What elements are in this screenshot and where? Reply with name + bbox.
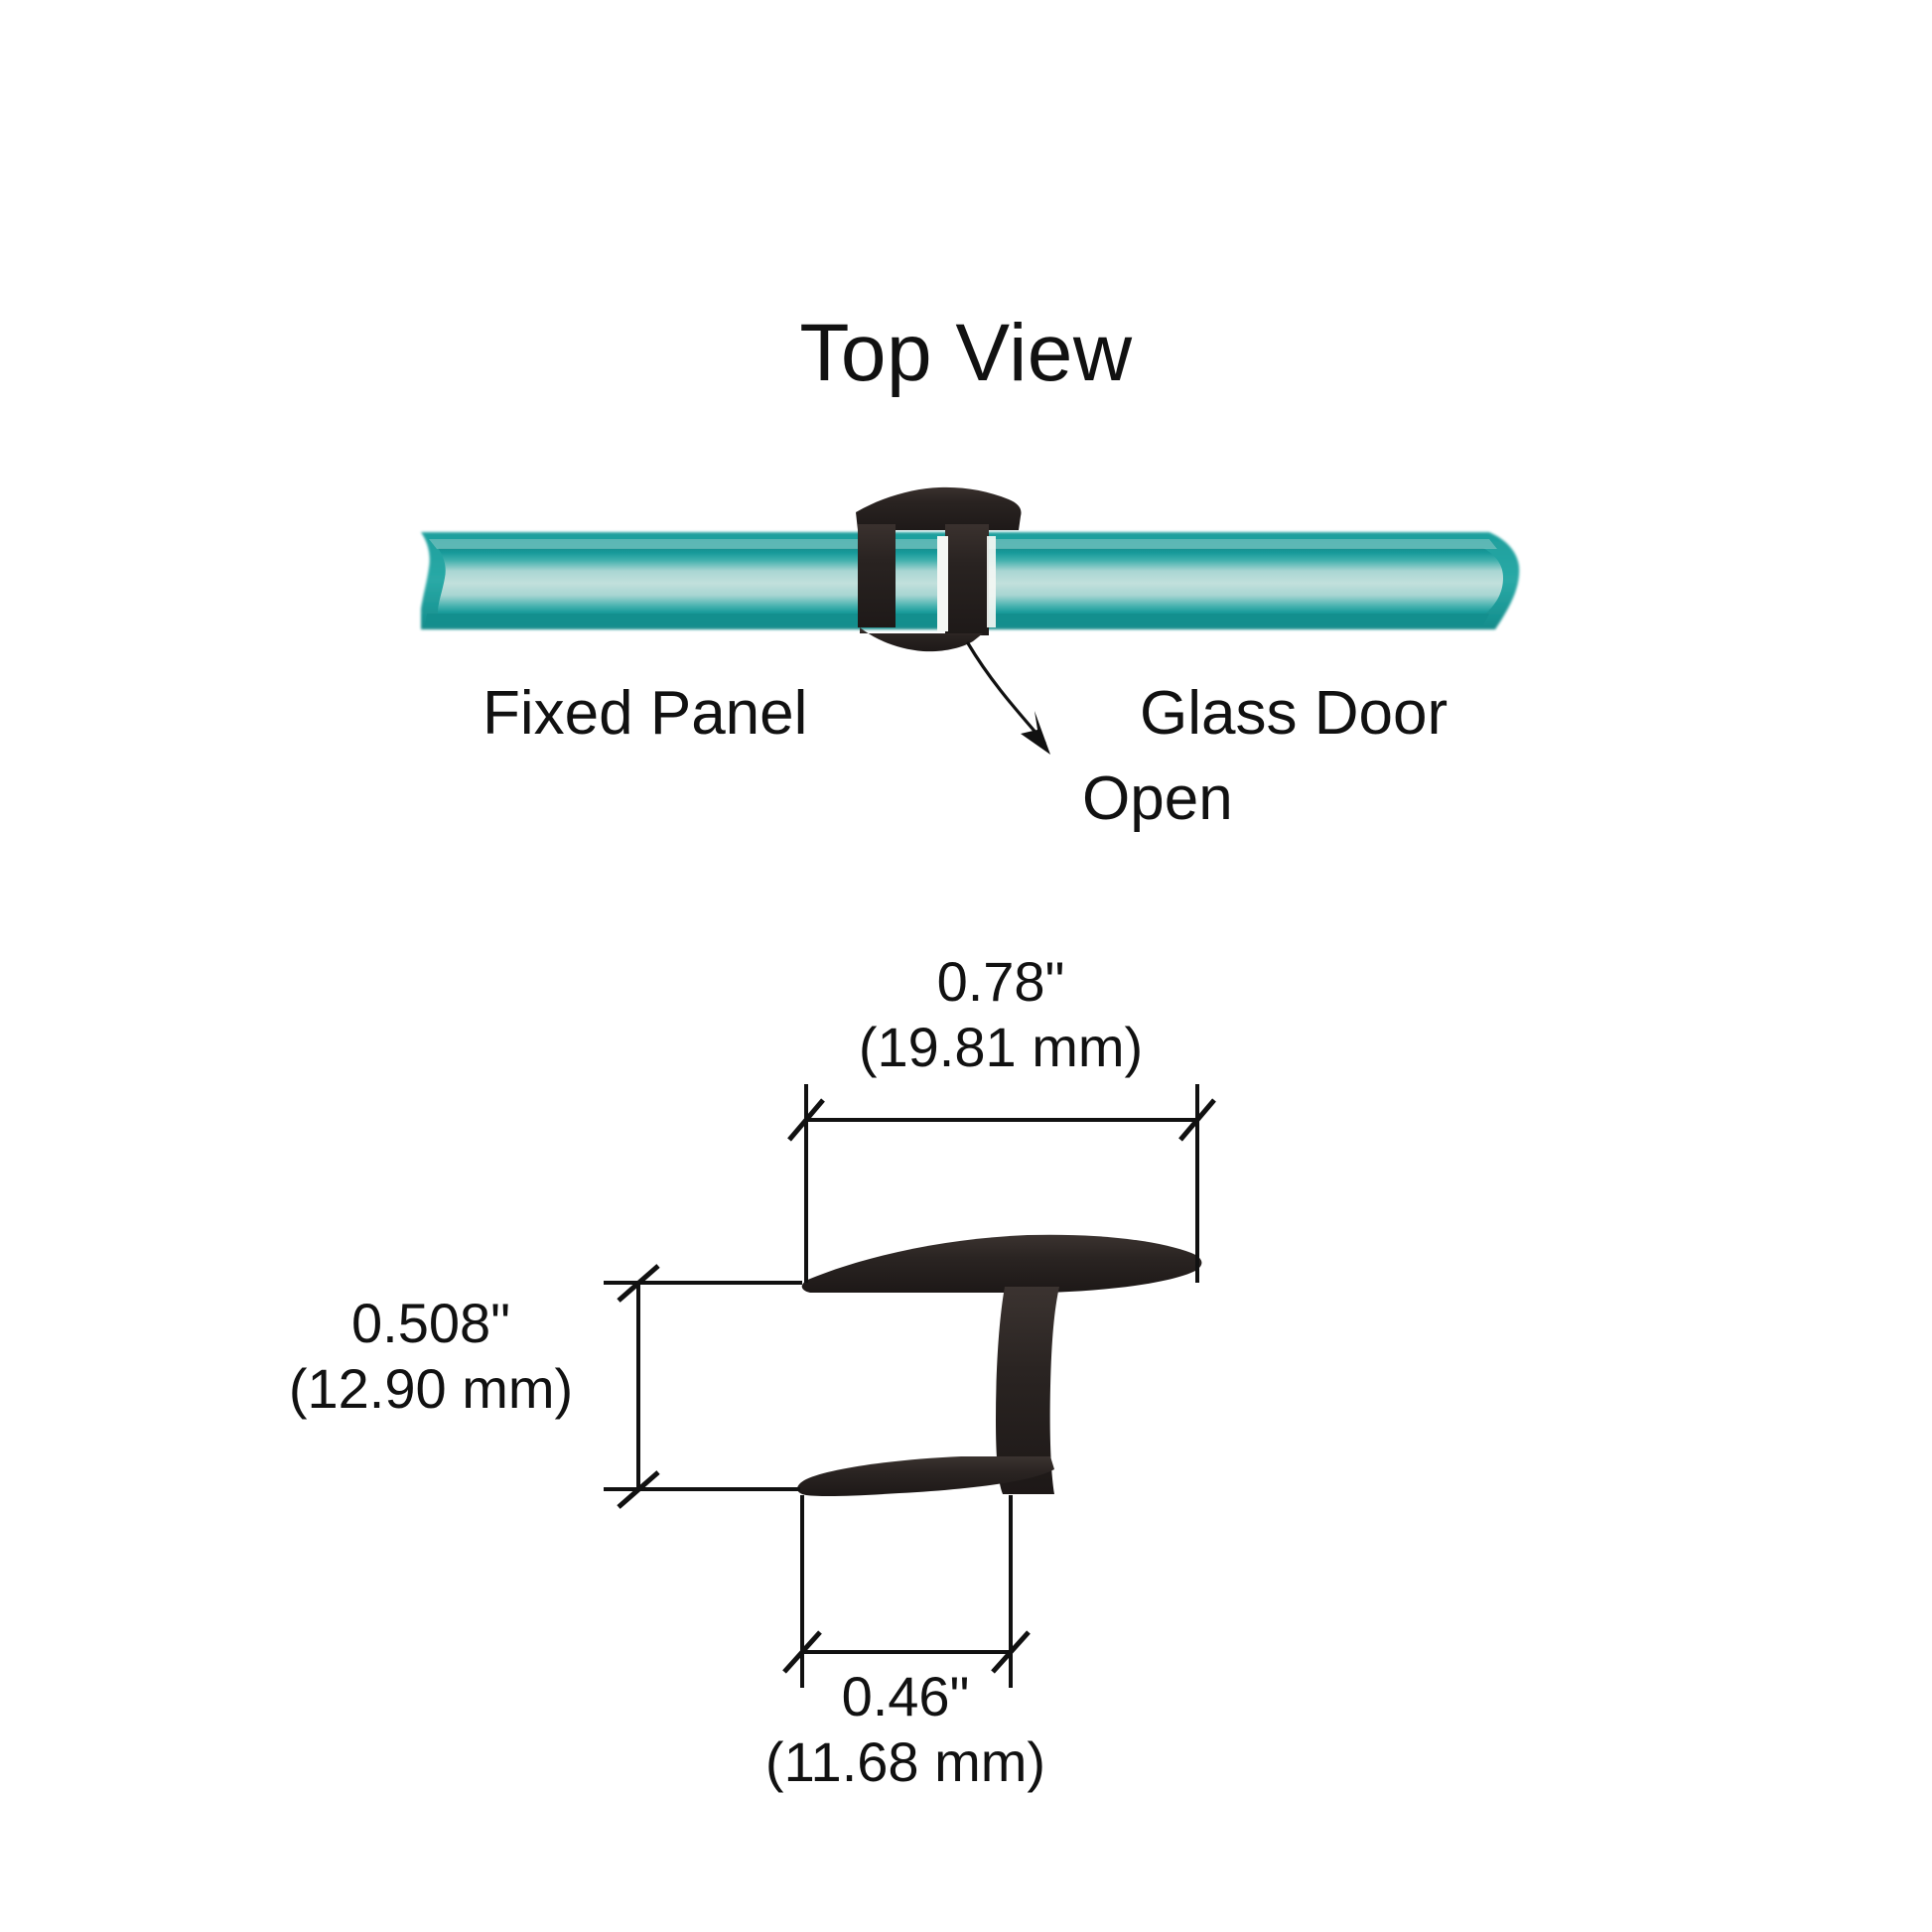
overall-width-inches: 0.78" <box>936 950 1065 1013</box>
label-glass-door: Glass Door <box>1140 679 1449 748</box>
overall-height-mm: (12.90 mm) <box>288 1357 574 1421</box>
fixed-panel-glass <box>421 532 951 629</box>
channel-width-mm: (11.68 mm) <box>764 1730 1046 1794</box>
seal-profile-top-view <box>856 486 1022 652</box>
dimension-channel-width <box>782 1495 1031 1688</box>
overall-width-mm: (19.81 mm) <box>858 1016 1144 1079</box>
dimension-label-channel-width: 0.46" (11.68 mm) <box>707 1664 1104 1795</box>
overall-height-inches: 0.508" <box>350 1292 510 1354</box>
page-title: Top View <box>799 308 1133 398</box>
label-open: Open <box>1082 764 1233 833</box>
dimension-overall-width <box>787 1084 1216 1283</box>
open-annotation-arrow <box>966 641 1050 755</box>
channel-width-inches: 0.46" <box>841 1665 970 1727</box>
seal-cross-section-shape <box>797 1234 1202 1497</box>
dimension-overall-height <box>604 1264 802 1509</box>
glass-door-glass <box>981 532 1520 629</box>
dimension-label-overall-height: 0.508" (12.90 mm) <box>236 1291 625 1422</box>
label-fixed-panel: Fixed Panel <box>483 679 808 748</box>
dimension-label-overall-width: 0.78" (19.81 mm) <box>802 949 1199 1080</box>
